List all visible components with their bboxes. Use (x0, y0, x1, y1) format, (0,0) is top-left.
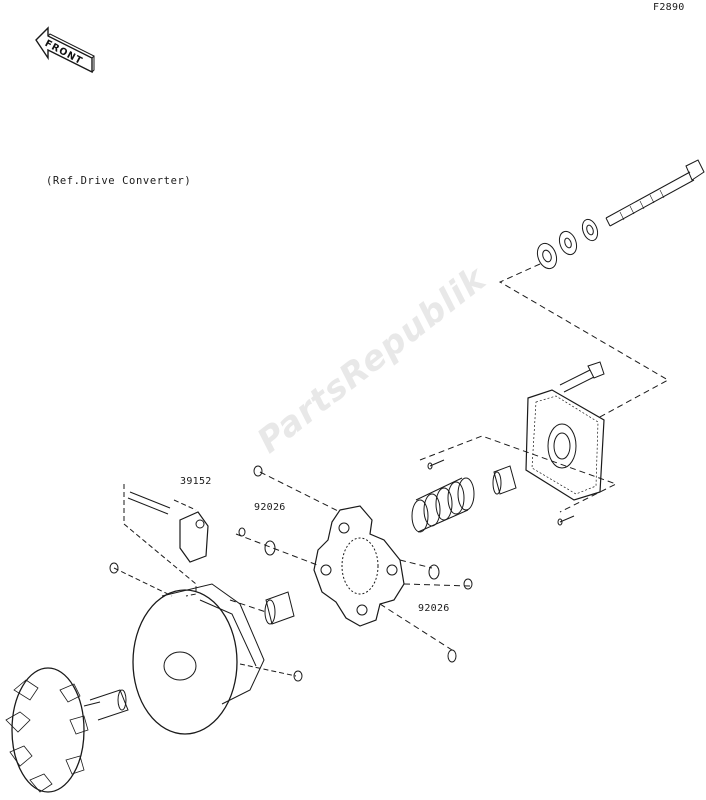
spider-hub (313, 505, 405, 627)
leader-line (498, 263, 670, 419)
part-number-label[interactable]: 39152 (180, 476, 212, 487)
cover-plate (525, 389, 605, 501)
o-ring (264, 540, 276, 556)
bushing (229, 591, 295, 625)
part-number-label[interactable]: 92026 (418, 603, 450, 614)
front-arrow-icon (35, 26, 95, 74)
sleeve (492, 465, 517, 495)
leader-line-2 (419, 435, 618, 513)
bolt-washers (536, 218, 599, 270)
figure-code: F2890 (653, 2, 685, 13)
roller-weight (123, 484, 209, 597)
short-bolt (559, 361, 605, 393)
long-bolt (605, 159, 705, 227)
reference-note: (Ref.Drive Converter) (46, 175, 192, 187)
fixed-sheave (5, 667, 129, 793)
o-ring (428, 564, 440, 580)
spring (411, 477, 475, 533)
part-number-label[interactable]: 92026 (254, 502, 286, 513)
moveable-sheave (113, 567, 297, 735)
